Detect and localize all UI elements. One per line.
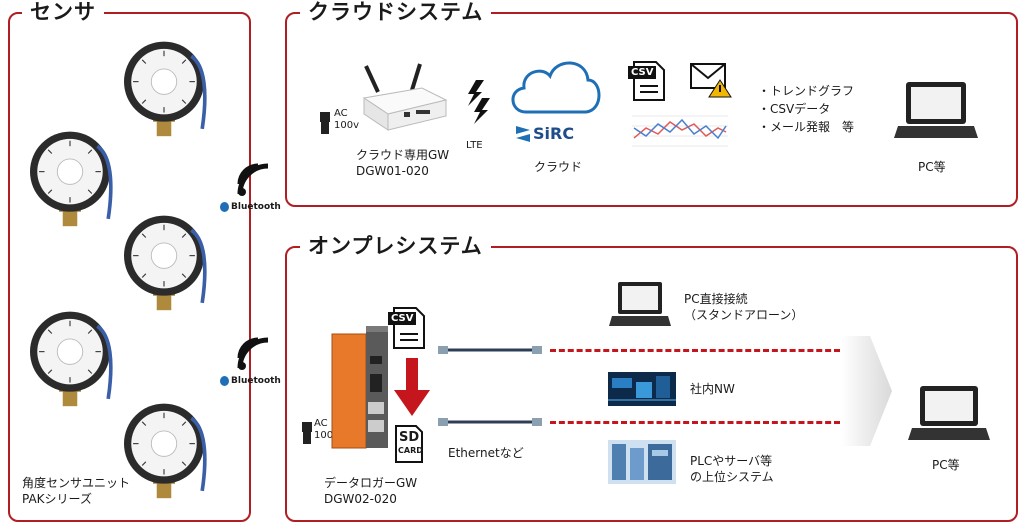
sirc-brand-text: SiRC bbox=[533, 124, 575, 143]
cloud-gateway-name-line1: クラウド専用GW bbox=[356, 148, 450, 162]
bluetooth-icon bbox=[220, 202, 229, 212]
cloud-ac-label: AC 100v bbox=[334, 108, 359, 132]
bluetooth-signal-top: Bluetooth bbox=[220, 160, 282, 216]
cloud-system-panel bbox=[285, 12, 1018, 207]
onprem-system-title: オンプレシステム bbox=[300, 234, 491, 258]
network-link-top bbox=[550, 349, 840, 352]
laptop-icon bbox=[609, 282, 671, 326]
data-logger-device bbox=[331, 326, 388, 449]
onprem-ac-line2: 100v bbox=[314, 430, 340, 441]
mail-alert-icon bbox=[690, 63, 732, 98]
cloud-system-title: クラウドシステム bbox=[300, 0, 492, 24]
bluetooth-icon bbox=[220, 376, 229, 386]
sd-card-icon: SD CARD bbox=[394, 424, 424, 464]
angle-sensor-gauge-5 bbox=[118, 400, 210, 500]
cloud-ac-line1: AC bbox=[334, 108, 348, 119]
feature-item-mail: ・メール発報 等 bbox=[758, 120, 855, 134]
intranet-image bbox=[608, 372, 676, 406]
wireless-signal-icon bbox=[237, 163, 269, 196]
csv-badge: CSV bbox=[388, 312, 417, 325]
plc-server-image bbox=[608, 440, 676, 484]
angle-sensor-gauge-3 bbox=[118, 212, 210, 312]
power-plug-icon bbox=[302, 422, 312, 444]
angle-sensor-gauge-2 bbox=[24, 128, 116, 228]
onprem-ac-label: AC 100v bbox=[314, 418, 339, 442]
csv-badge: CSV bbox=[628, 66, 657, 79]
angle-sensor-gauge-4 bbox=[24, 308, 116, 408]
bluetooth-label: Bluetooth bbox=[231, 202, 281, 212]
cloud-gateway-device bbox=[362, 63, 448, 131]
cloud-label: クラウド bbox=[534, 160, 583, 174]
csv-file-icon: CSV bbox=[388, 306, 428, 350]
sd-card-label-line2: CARD bbox=[398, 446, 423, 455]
sensor-panel-title: センサ bbox=[22, 0, 104, 24]
laptop-icon bbox=[908, 386, 990, 440]
lte-signal-icon bbox=[468, 80, 490, 124]
ethernet-label: Ethernetなど bbox=[448, 446, 524, 460]
onprem-pc-label: PC等 bbox=[932, 458, 960, 472]
cloud-gateway-name-line2: DGW01-020 bbox=[356, 164, 429, 178]
ethernet-cable-top bbox=[438, 346, 542, 354]
pc-direct-line2: （スタンドアローン） bbox=[684, 308, 804, 322]
pc-direct-line1: PC直接接続 bbox=[684, 292, 748, 306]
network-link-bottom bbox=[550, 421, 840, 424]
sensor-unit-name-line2: PAKシリーズ bbox=[22, 492, 92, 506]
power-plug-icon bbox=[320, 112, 330, 134]
angle-sensor-gauge-1 bbox=[118, 38, 210, 138]
csv-file-icon: CSV bbox=[628, 60, 668, 102]
sirc-logo: SiRC bbox=[516, 124, 596, 144]
cloud-pc-label: PC等 bbox=[918, 160, 946, 174]
data-logger-name-line1: データロガーGW bbox=[324, 476, 418, 490]
sensor-panel bbox=[8, 12, 251, 522]
wireless-signal-icon bbox=[237, 337, 269, 370]
onprem-ac-line1: AC bbox=[314, 418, 328, 429]
flow-arrow-shape bbox=[842, 336, 892, 446]
cloud-icon bbox=[511, 61, 601, 114]
bluetooth-label: Bluetooth bbox=[231, 376, 281, 386]
cloud-ac-line2: 100v bbox=[334, 120, 360, 131]
sensor-unit-name-line1: 角度センサユニット bbox=[22, 476, 131, 490]
sd-card-label-line1: SD bbox=[399, 430, 420, 445]
laptop-icon bbox=[894, 82, 978, 138]
data-logger-name-line2: DGW02-020 bbox=[324, 492, 397, 506]
onprem-system-panel bbox=[285, 246, 1018, 522]
ethernet-cable-bottom bbox=[438, 418, 542, 426]
lte-label: LTE bbox=[466, 140, 483, 151]
bluetooth-signal-bottom: Bluetooth bbox=[220, 334, 282, 390]
sirc-mark-icon bbox=[516, 126, 530, 142]
intranet-label: 社内NW bbox=[690, 382, 735, 396]
plc-line1: PLCやサーバ等 bbox=[690, 454, 773, 468]
feature-item-trend: ・トレンドグラフ bbox=[758, 84, 855, 98]
feature-item-csv: ・CSVデータ bbox=[758, 102, 831, 116]
plc-line2: の上位システム bbox=[690, 470, 774, 484]
save-arrow-icon bbox=[394, 358, 430, 416]
trend-graph-thumbnail bbox=[632, 115, 728, 147]
